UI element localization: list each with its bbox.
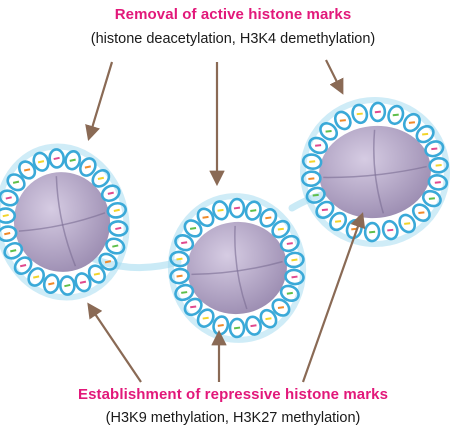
arrow-top-left bbox=[85, 61, 114, 141]
arrows bbox=[85, 59, 366, 383]
top-heading: Removal of active histone marks bbox=[114, 6, 352, 23]
arrow-top-right bbox=[325, 59, 344, 95]
bottom-subheading: (H3K9 methylation, H3K27 methylation) bbox=[105, 410, 361, 426]
arrow-bottom-right bbox=[301, 212, 366, 383]
bottom-heading: Establishment of repressive histone mark… bbox=[77, 386, 389, 403]
nucleosome-3 bbox=[300, 97, 450, 247]
nucleosome-1 bbox=[0, 143, 130, 301]
arrow-bottom-left bbox=[87, 302, 142, 383]
nucleosome-2 bbox=[167, 193, 307, 343]
top-subheading: (histone deacetylation, H3K4 demethylati… bbox=[90, 31, 376, 47]
